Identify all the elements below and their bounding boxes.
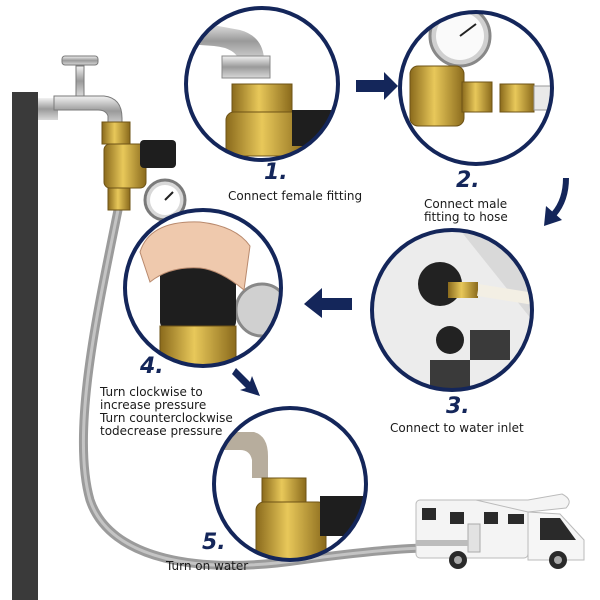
step-3-number: 3. <box>446 394 470 419</box>
step-3-image <box>370 228 534 392</box>
step-4-image <box>123 208 283 368</box>
step-1-caption: Connect female fitting <box>228 189 363 203</box>
wall-post <box>12 92 38 600</box>
arrow-down <box>232 368 260 396</box>
hand-icon <box>139 221 251 291</box>
step-5-caption: Turn on water <box>166 559 249 573</box>
step-2-caption: Connect male fitting to hose <box>424 197 508 224</box>
rv-camper-icon <box>415 493 585 569</box>
step-1-number: 1. <box>264 160 288 185</box>
step-1-image <box>184 6 340 162</box>
step-2-image <box>398 10 554 166</box>
step-2-number: 2. <box>456 168 480 193</box>
arrow-right <box>356 72 398 100</box>
arrow-curve-down <box>544 177 569 226</box>
arrow-left <box>304 288 352 318</box>
step-5-image <box>212 406 368 562</box>
faucet-icon <box>38 55 123 127</box>
step-5-number: 5. <box>202 530 226 555</box>
water-inlet-icon <box>418 262 532 354</box>
step-4-number: 4. <box>140 354 164 379</box>
step-3-caption: Connect to water inlet <box>390 421 524 435</box>
pressure-regulator-icon <box>101 121 176 211</box>
step-4-caption: Turn clockwise to increase pressure Turn… <box>100 385 233 438</box>
